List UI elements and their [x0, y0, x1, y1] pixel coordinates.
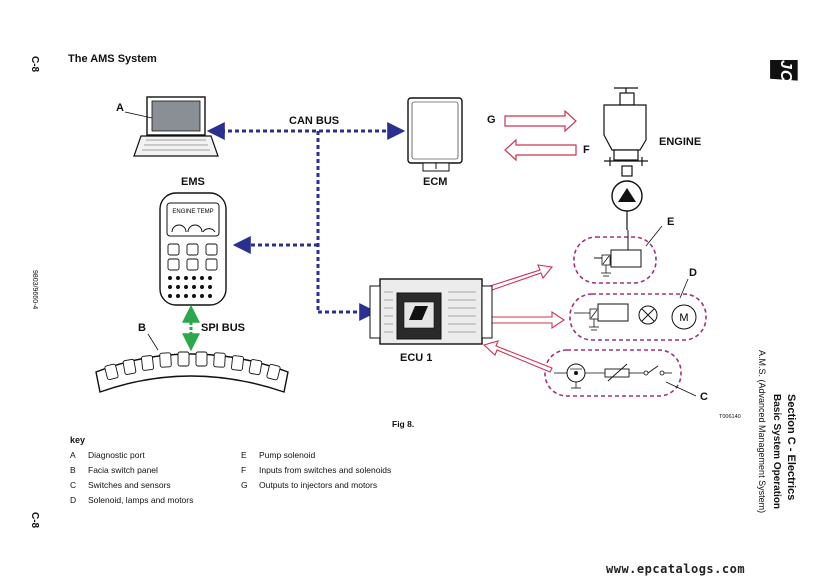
key-letter: G: [241, 480, 248, 490]
key-text: Solenoid, lamps and motors: [88, 495, 194, 505]
key-text: Inputs from switches and solenoids: [259, 465, 392, 475]
label-f: F: [583, 144, 590, 156]
key-item-f: F Inputs from switches and solenoids: [241, 465, 391, 475]
label-e: E: [667, 216, 675, 228]
label-b: B: [138, 322, 146, 334]
laptop-diagnostic-port: [124, 96, 219, 157]
watermark-url[interactable]: www.epcatalogs.com: [606, 562, 746, 576]
pump-solenoid-group: [573, 230, 657, 284]
page-heading: The AMS System: [68, 53, 157, 65]
leader-e: [645, 225, 663, 247]
key-letter: F: [241, 465, 247, 475]
key-letter: A: [70, 450, 76, 460]
key-item-e: E Pump solenoid: [241, 450, 315, 460]
key-item-a: A Diagnostic port: [70, 450, 145, 460]
output-arrow-g: [504, 109, 577, 133]
label-c: C: [700, 391, 708, 403]
label-ems: EMS: [181, 176, 205, 188]
can-bus-lines: [206, 122, 406, 321]
input-arrow-f: [504, 138, 577, 162]
leader-c: [665, 381, 697, 397]
key-text: Outputs to injectors and motors: [259, 480, 378, 490]
ecu-module: [369, 278, 493, 345]
key-letter: E: [241, 450, 247, 460]
key-item-g: G Outputs to injectors and motors: [241, 480, 377, 490]
ems-screen-text: ENGINE TEMP: [172, 209, 213, 215]
figure-caption: Fig 8.: [392, 419, 415, 429]
key-text: Pump solenoid: [259, 450, 316, 460]
key-item-c: C Switches and sensors: [70, 480, 171, 490]
engine-graphic: [603, 87, 648, 177]
key-letter: C: [70, 480, 77, 490]
key-text: Diagnostic port: [88, 450, 145, 460]
solenoid-lamps-motors-group: [569, 293, 707, 341]
pump-symbol: [611, 180, 643, 230]
label-spi-bus: SPI BUS: [201, 322, 246, 334]
key-text: Switches and sensors: [88, 480, 171, 490]
facia-switch-panel: [95, 333, 289, 393]
ems-display-unit: [159, 192, 227, 306]
key-letter: D: [70, 495, 77, 505]
ecm-module: [407, 97, 463, 172]
label-g: G: [487, 114, 496, 126]
ecu-signal-arrows: [482, 264, 565, 373]
key-item-d: D Solenoid, lamps and motors: [70, 495, 193, 505]
jcb-logo: [770, 60, 798, 81]
label-engine: ENGINE: [659, 136, 702, 148]
figure-ref-code: T006140: [719, 414, 741, 420]
switches-sensors-group: [544, 349, 682, 397]
label-ecm: ECM: [423, 176, 448, 188]
label-can-bus: CAN BUS: [289, 115, 340, 127]
leader-d: [679, 278, 689, 299]
label-d: D: [689, 267, 697, 279]
motor-symbol-m: M: [679, 312, 688, 324]
key-item-b: B Facia switch panel: [70, 465, 158, 475]
key-text: Facia switch panel: [88, 465, 158, 475]
label-ecu: ECU 1: [400, 352, 433, 364]
key-letter: B: [70, 465, 76, 475]
label-a: A: [116, 102, 124, 114]
key-title: key: [70, 435, 86, 445]
